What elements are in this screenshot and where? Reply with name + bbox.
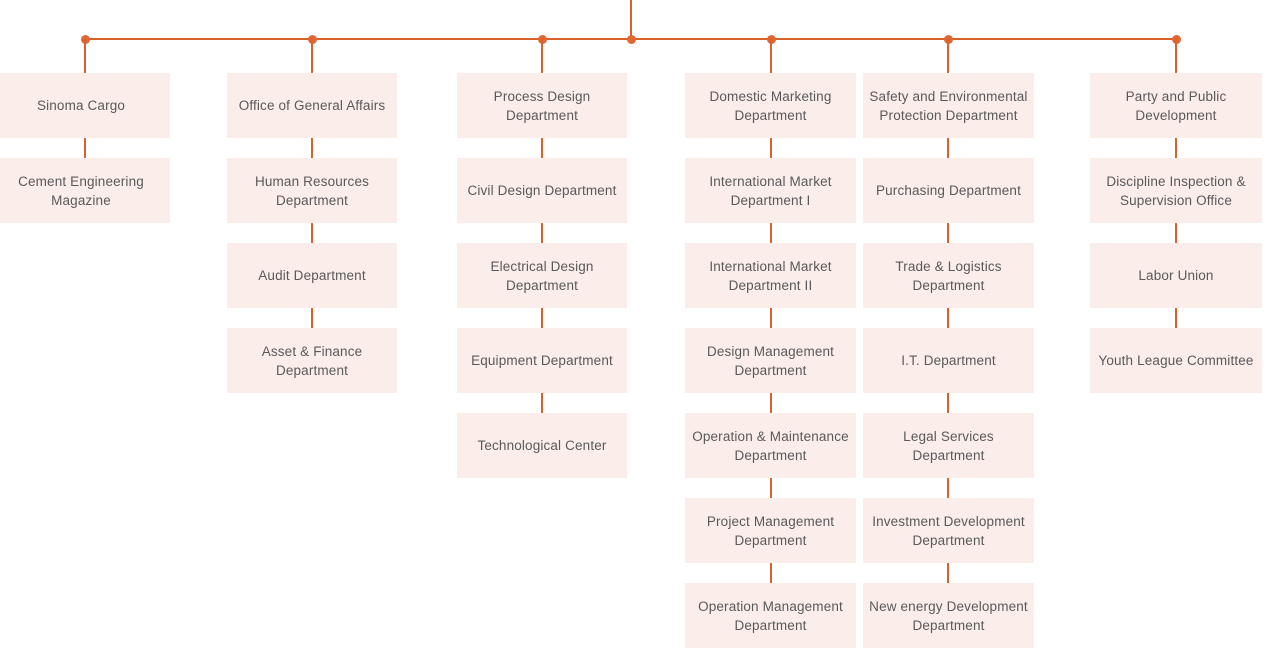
org-node[interactable]: Project Management Department (685, 498, 856, 563)
org-node-label: Asset & Finance Department (261, 343, 363, 378)
org-node-label: Technological Center (477, 438, 607, 453)
node-connector-line (770, 563, 772, 583)
node-connector-line (947, 138, 949, 158)
org-node[interactable]: Design Management Department (685, 328, 856, 393)
node-connector-line (947, 563, 949, 583)
column-drop-line (541, 38, 543, 73)
org-node[interactable]: Party and Public Development (1090, 73, 1262, 138)
node-connector-line (770, 308, 772, 328)
org-node-label: Audit Department (258, 268, 366, 283)
node-connector-line (1175, 138, 1177, 158)
org-node[interactable]: I.T. Department (863, 328, 1034, 393)
org-node[interactable]: Cement Engineering Magazine (0, 158, 170, 223)
node-connector-line (541, 138, 543, 158)
org-node-label: Trade & Logistics Department (895, 258, 1002, 293)
org-node-label: Sinoma Cargo (36, 98, 126, 113)
node-connector-line (1175, 308, 1177, 328)
org-node-label: Electrical Design Department (490, 258, 594, 293)
org-node-label: Operation & Maintenance Department (692, 428, 849, 463)
org-node[interactable]: Technological Center (457, 413, 627, 478)
column-drop-line (84, 38, 86, 73)
org-node[interactable]: Trade & Logistics Department (863, 243, 1034, 308)
node-connector-line (84, 138, 86, 158)
node-connector-line (947, 393, 949, 413)
node-connector-line (541, 223, 543, 243)
org-node-label: International Market Department I (709, 173, 832, 208)
org-node-label: Investment Development Department (872, 513, 1025, 548)
parent-stem-line (630, 0, 632, 38)
org-node-label: Project Management Department (706, 513, 835, 548)
node-connector-line (947, 308, 949, 328)
org-node[interactable]: Discipline Inspection & Supervision Offi… (1090, 158, 1262, 223)
org-node[interactable]: Office of General Affairs (227, 73, 397, 138)
org-node[interactable]: International Market Department II (685, 243, 856, 308)
org-node[interactable]: Operation & Maintenance Department (685, 413, 856, 478)
org-node[interactable]: Youth League Committee (1090, 328, 1262, 393)
org-node[interactable]: Equipment Department (457, 328, 627, 393)
org-node[interactable]: Sinoma Cargo (0, 73, 170, 138)
node-connector-line (947, 223, 949, 243)
org-node[interactable]: Process Design Department (457, 73, 627, 138)
org-node-label: International Market Department II (709, 258, 832, 293)
org-node[interactable]: Safety and Environmental Protection Depa… (863, 73, 1034, 138)
node-connector-line (770, 478, 772, 498)
org-node[interactable]: Purchasing Department (863, 158, 1034, 223)
node-connector-line (311, 138, 313, 158)
column-drop-line (1175, 38, 1177, 73)
org-node-label: Process Design Department (493, 88, 591, 123)
org-node-label: Cement Engineering Magazine (18, 173, 144, 208)
org-node-label: Design Management Department (706, 343, 835, 378)
org-node[interactable]: Labor Union (1090, 243, 1262, 308)
org-node-label: Civil Design Department (467, 183, 617, 198)
node-connector-line (311, 223, 313, 243)
org-node[interactable]: Asset & Finance Department (227, 328, 397, 393)
org-node[interactable]: Civil Design Department (457, 158, 627, 223)
org-node[interactable]: Legal Services Department (863, 413, 1034, 478)
org-node[interactable]: Electrical Design Department (457, 243, 627, 308)
node-connector-line (770, 138, 772, 158)
org-node-label: Equipment Department (471, 353, 613, 368)
bus-junction-dot (626, 34, 636, 44)
org-node-label: Discipline Inspection & Supervision Offi… (1106, 173, 1246, 208)
column-drop-line (947, 38, 949, 73)
node-connector-line (311, 308, 313, 328)
org-node-label: New energy Development Department (869, 598, 1028, 633)
org-node-label: Purchasing Department (876, 183, 1021, 198)
org-node[interactable]: Operation Management Department (685, 583, 856, 648)
org-node[interactable]: New energy Development Department (863, 583, 1034, 648)
node-connector-line (1175, 223, 1177, 243)
org-node-label: Safety and Environmental Protection Depa… (869, 88, 1028, 123)
node-connector-line (770, 223, 772, 243)
column-drop-line (770, 38, 772, 73)
column-drop-line (311, 38, 313, 73)
org-column: Safety and Environmental Protection Depa… (863, 38, 1034, 648)
org-node-label: Labor Union (1138, 268, 1214, 283)
org-node[interactable]: Investment Development Department (863, 498, 1034, 563)
node-connector-line (541, 308, 543, 328)
org-node-label: Human Resources Department (254, 173, 370, 208)
node-connector-line (541, 393, 543, 413)
org-node[interactable]: Audit Department (227, 243, 397, 308)
node-connector-line (770, 393, 772, 413)
org-node[interactable]: International Market Department I (685, 158, 856, 223)
org-node[interactable]: Human Resources Department (227, 158, 397, 223)
org-node-label: Legal Services Department (903, 428, 994, 463)
org-node-label: I.T. Department (901, 353, 996, 368)
org-node-label: Operation Management Department (698, 598, 843, 633)
org-node[interactable]: Domestic Marketing Department (685, 73, 856, 138)
org-node-label: Party and Public Development (1125, 88, 1227, 123)
org-node-label: Office of General Affairs (238, 98, 386, 113)
node-connector-line (947, 478, 949, 498)
org-node-label: Domestic Marketing Department (709, 88, 832, 123)
org-node-label: Youth League Committee (1098, 353, 1254, 368)
